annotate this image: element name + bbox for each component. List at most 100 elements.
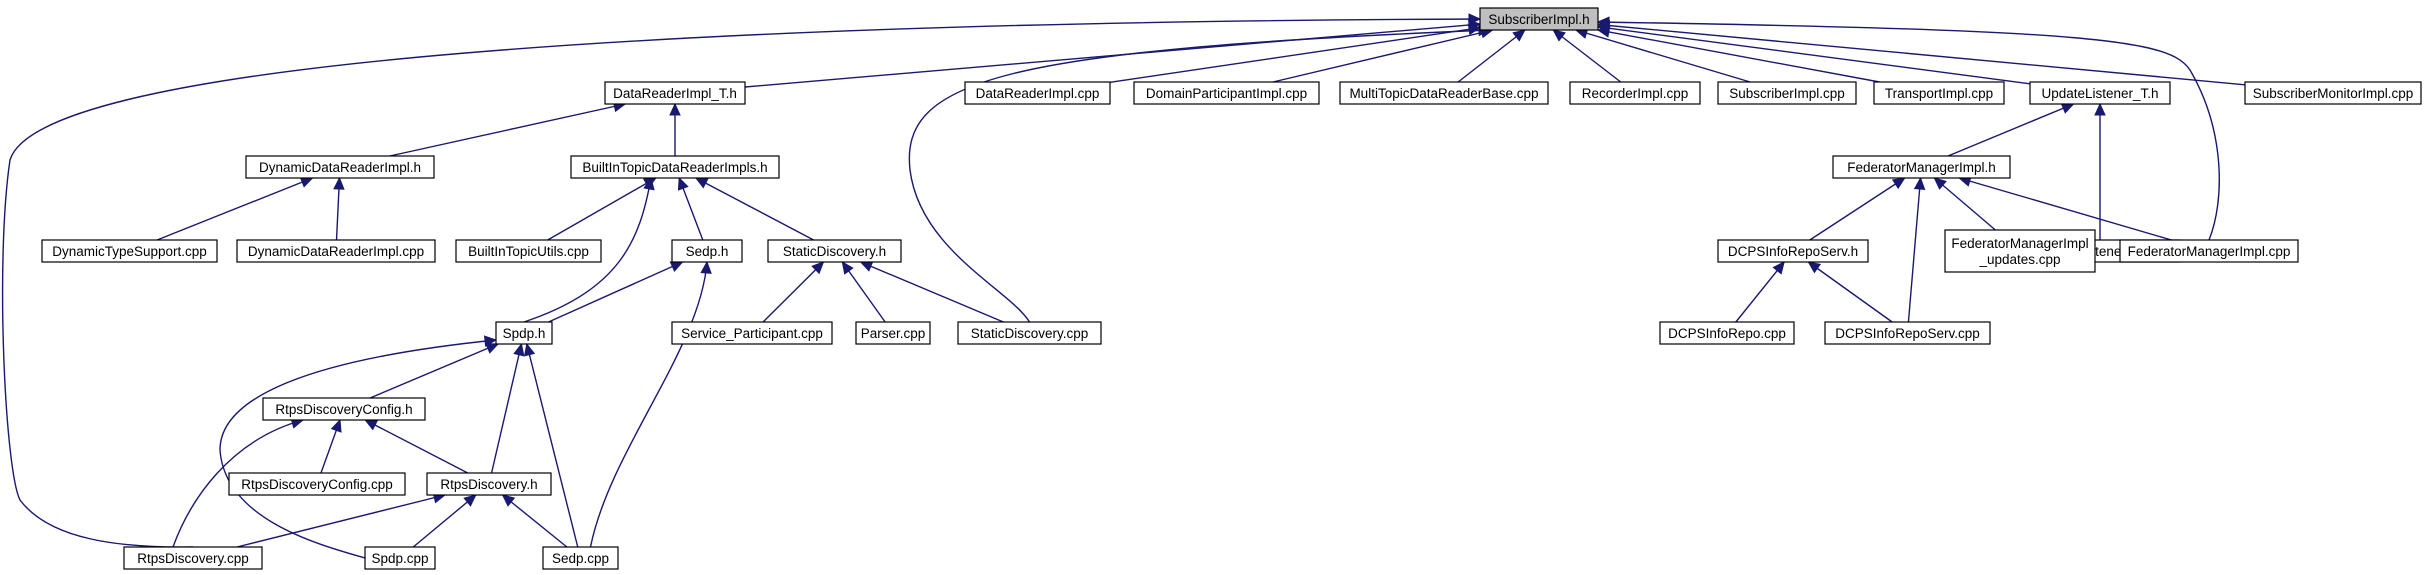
node-label: FederatorManagerImpl.h (1847, 160, 1996, 175)
node-box (957, 321, 1102, 345)
node-rtpsdiscovery-h[interactable]: RtpsDiscovery.h (426, 472, 552, 496)
node-label: RecorderImpl.cpp (1582, 86, 1689, 101)
node-label: SubscriberImpl.cpp (1729, 86, 1845, 101)
edge-subscriberimpl-h-to-subscriberimpl-cpp (1575, 29, 1751, 83)
node-dcpsinforeposerv-h[interactable]: DCPSInfoRepoServ.h (1717, 239, 1869, 263)
edge-dcpsinforeposerv-h-to-dcpsinforepo-cpp (1735, 261, 1785, 323)
node-box (1717, 239, 1869, 263)
edge-datareaderimpl-t-h-to-dynamicdatareaderimpl-h (389, 103, 626, 157)
arrowhead-icon (523, 342, 536, 357)
node-label: DynamicDataReaderImpl.cpp (248, 244, 424, 259)
node-dynamicdatareaderimpl-h[interactable]: DynamicDataReaderImpl.h (245, 155, 435, 179)
edge-sedp-h-to-spdp-h (548, 261, 683, 323)
edge-builtintopicdatareaderimpls-h-to-spdp-h (523, 177, 652, 323)
node-label: DomainParticipantImpl.cpp (1146, 86, 1307, 101)
node-label: FederatorManagerImpl (1951, 236, 2088, 251)
node-box (964, 81, 1111, 105)
node-multitopicdatareaderbase-cpp[interactable]: MultiTopicDataReaderBase.cpp (1339, 81, 1549, 105)
node-dcpsinforepo-cpp[interactable]: DCPSInfoRepo.cpp (1659, 321, 1795, 345)
node-datareaderimpl-t-h[interactable]: DataReaderImpl_T.h (604, 81, 746, 105)
arrowhead-icon (1552, 29, 1566, 42)
node-label: RtpsDiscovery.cpp (137, 551, 249, 566)
node-label: Parser.cpp (861, 326, 926, 341)
node-label: MultiTopicDataReaderBase.cpp (1349, 86, 1538, 101)
node-federatormanagerimpl-updates-cpp[interactable]: FederatorManagerImpl_updates.cpp (1944, 229, 2096, 273)
edge-spdp-h-to-rtpsdiscoveryconfig-h (369, 343, 499, 399)
edge-subscriberimpl-h-to-transportimpl-cpp (1597, 29, 1880, 83)
node-label: StaticDiscovery.h (783, 244, 886, 259)
node-label: DCPSInfoRepoServ.cpp (1835, 326, 1980, 341)
node-box (671, 321, 833, 345)
node-box (426, 472, 552, 496)
node-service-participant-cpp[interactable]: Service_Participant.cpp (671, 321, 833, 345)
edge-subscriberimpl-h-to-federatormanagerimpl-cpp (1597, 21, 2220, 241)
edge-subscriberimpl-h-to-recorderimpl-cpp (1552, 29, 1622, 83)
node-sedp-cpp[interactable]: Sedp.cpp (542, 546, 619, 570)
edge-subscriberimpl-h-to-subscribermonitorimpl-cpp (1597, 23, 2246, 86)
node-federatormanagerimpl-cpp[interactable]: FederatorManagerImpl.cpp (2119, 239, 2299, 263)
node-rtpsdiscoveryconfig-h[interactable]: RtpsDiscoveryConfig.h (262, 397, 426, 421)
node-box (855, 321, 931, 345)
edge-federatormanagerimpl-h-to-dcpsinforeposerv-cpp (1907, 177, 1922, 323)
node-datareaderimpl-cpp[interactable]: DataReaderImpl.cpp (964, 81, 1111, 105)
node-label: DynamicTypeSupport.cpp (52, 244, 207, 259)
node-box (1479, 7, 1599, 31)
arrowhead-icon (299, 176, 314, 188)
edge-subscriberimpl-h-to-updatelistener-t-h (1597, 26, 2031, 85)
node-rtpsdiscovery-cpp[interactable]: RtpsDiscovery.cpp (123, 546, 263, 570)
node-dcpsinforeposerv-cpp[interactable]: DCPSInfoRepoServ.cpp (1824, 321, 1991, 345)
arrowhead-icon (333, 176, 345, 190)
arrowhead-icon (811, 261, 825, 275)
node-recorderimpl-cpp[interactable]: RecorderImpl.cpp (1569, 81, 1701, 105)
node-rtpsdiscoveryconfig-cpp[interactable]: RtpsDiscoveryConfig.cpp (228, 472, 406, 496)
node-box (236, 239, 436, 263)
node-box (1832, 155, 2011, 179)
arrowhead-icon (2060, 103, 2075, 114)
edge-subscriberimpl-h-to-rtpsdiscovery-cpp (1, 18, 1481, 548)
node-subscribermonitorimpl-cpp[interactable]: SubscriberMonitorImpl.cpp (2244, 81, 2422, 105)
node-box (495, 321, 553, 345)
node-parser-cpp[interactable]: Parser.cpp (855, 321, 931, 345)
node-federatormanagerimpl-h[interactable]: FederatorManagerImpl.h (1832, 155, 2011, 179)
node-sedp-h[interactable]: Sedp.h (671, 239, 743, 263)
node-subscriberimpl-cpp[interactable]: SubscriberImpl.cpp (1717, 81, 1857, 105)
edge-dynamicdatareaderimpl-h-to-dynamictypesupport-cpp (156, 177, 313, 241)
node-dynamictypesupport-cpp[interactable]: DynamicTypeSupport.cpp (41, 239, 218, 263)
arrowhead-icon (483, 335, 498, 347)
node-builtintopicdatareaderimpls-h[interactable]: BuiltInTopicDataReaderImpls.h (570, 155, 780, 179)
arrowhead-icon (1772, 261, 1785, 275)
edge-federatormanagerimpl-h-to-federatormanagerimpl-updates-cpp (1933, 177, 1996, 231)
arrowhead-icon (463, 494, 477, 507)
edge-subscriberimpl-h-to-domainparticipantimpl-cpp (1272, 29, 1493, 83)
node-box (671, 239, 743, 263)
node-label: Spdp.cpp (371, 551, 428, 566)
node-dynamicdatareaderimpl-cpp[interactable]: DynamicDataReaderImpl.cpp (236, 239, 436, 263)
arrowhead-icon (1468, 13, 1482, 25)
node-staticdiscovery-cpp[interactable]: StaticDiscovery.cpp (957, 321, 1102, 345)
edge-staticdiscovery-h-to-service-participant-cpp (762, 261, 824, 323)
node-box (1569, 81, 1701, 105)
node-domainparticipantimpl-cpp[interactable]: DomainParticipantImpl.cpp (1133, 81, 1320, 105)
node-box (1339, 81, 1549, 105)
arrowhead-icon (669, 102, 681, 116)
edge-rtpsdiscovery-h-to-rtpsdiscovery-cpp (236, 494, 446, 548)
arrowhead-icon (1891, 177, 1906, 190)
edge-rtpsdiscovery-h-to-sedp-cpp (502, 494, 568, 548)
arrowhead-icon (330, 418, 342, 433)
node-label: BuiltInTopicDataReaderImpls.h (582, 160, 767, 175)
node-box (1717, 81, 1857, 105)
edge-subscriberimpl-h-to-staticdiscovery-cpp (908, 29, 1491, 323)
arrowhead-icon (485, 343, 500, 354)
node-transportimpl-cpp[interactable]: TransportImpl.cpp (1873, 81, 2005, 105)
edge-builtintopicdatareaderimpls-h-to-builtintopicutils-cpp (547, 177, 657, 241)
arrowhead-icon (859, 261, 874, 272)
node-staticdiscovery-h[interactable]: StaticDiscovery.h (767, 239, 902, 263)
arrowhead-icon (364, 419, 379, 431)
node-box (2029, 81, 2171, 105)
node-spdp-h[interactable]: Spdp.h (495, 321, 553, 345)
node-builtintopicutils-cpp[interactable]: BuiltInTopicUtils.cpp (455, 239, 602, 263)
node-updatelistener-t-h[interactable]: UpdateListener_T.h (2029, 81, 2171, 105)
node-spdp-cpp[interactable]: Spdp.cpp (364, 546, 436, 570)
node-subscriberimpl-h: SubscriberImpl.h (1479, 7, 1599, 31)
